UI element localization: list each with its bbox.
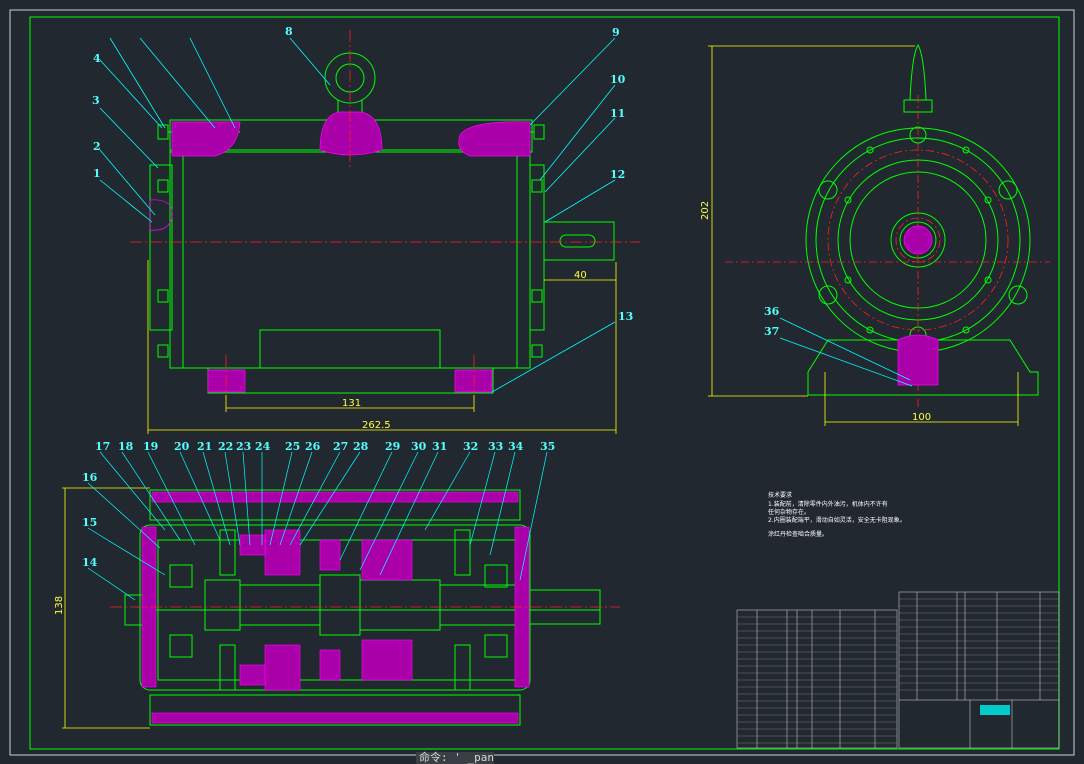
command-line[interactable]: 命令: ' _pan [416,752,494,764]
outer-border [9,9,1075,756]
callout-8: 8 [285,25,293,38]
front-callout-labels: 8 9 10 11 12 13 4 3 2 1 [92,25,633,323]
callout-35: 35 [540,440,555,453]
dim-262-5: 262.5 [362,420,391,431]
callout-29: 29 [385,440,400,453]
tech-notes-line1: 1.装配前，清除零件内外油污，机体内不许有 [768,500,888,508]
callout-19: 19 [143,440,158,453]
plan-leaders [87,451,548,601]
parts-list-table [736,591,1060,749]
front-leaders [99,37,616,393]
tech-notes-line4: 涂红丹检查啮合质量。 [768,530,828,538]
callout-9: 9 [612,26,620,39]
side-leaders [779,317,913,387]
callout-14: 14 [82,556,98,569]
callout-1: 1 [93,167,101,180]
parts-list-rows [737,598,1059,744]
side-hatch [897,225,939,386]
tech-notes-line3: 2.内圈装配端平，滑动自如灵活，安全无卡阻现象。 [768,516,906,524]
front-centerlines [130,30,640,398]
plan-dimensions [62,487,150,729]
callout-18: 18 [118,440,134,453]
callout-3: 3 [92,94,100,107]
plan-callout-labels-left: 16 15 14 [82,471,98,569]
callout-33: 33 [488,440,503,453]
callout-15: 15 [82,516,97,529]
plan-callout-labels-top: 17 18 19 20 21 22 23 24 25 26 27 28 29 3… [95,440,555,453]
front-hatch [149,111,531,393]
callout-10: 10 [610,73,626,86]
inner-border [29,16,1060,750]
callout-2: 2 [93,140,101,153]
dim-40: 40 [574,270,587,281]
tech-notes-line2: 任何杂物存在。 [768,508,810,516]
callout-27: 27 [333,440,348,453]
front-dimensions [147,260,617,434]
callout-26: 26 [305,440,321,453]
technical-requirements: 技术要求 1.装配前，清除零件内外油污，机体内不许有 任何杂物存在。 2.内圈装… [768,491,906,538]
tech-notes-title: 技术要求 [768,491,792,499]
side-dimensions [708,45,1019,426]
dim-131: 131 [342,398,361,409]
callout-22: 22 [218,440,233,453]
callout-4: 4 [93,52,101,65]
callout-25: 25 [285,440,300,453]
dim-100: 100 [912,412,931,423]
callout-21: 21 [197,440,212,453]
callout-31: 31 [432,440,447,453]
callout-12: 12 [610,168,625,181]
callout-36: 36 [764,305,780,318]
callout-16: 16 [82,471,98,484]
callout-11: 11 [610,107,625,120]
callout-32: 32 [463,440,478,453]
callout-23: 23 [236,440,251,453]
callout-20: 20 [174,440,190,453]
callout-24: 24 [255,440,271,453]
callout-17: 17 [95,440,110,453]
callout-34: 34 [508,440,524,453]
callout-13: 13 [618,310,633,323]
callout-28: 28 [353,440,369,453]
dim-138: 138 [54,596,65,615]
plan-hatch [141,491,530,724]
dim-202: 202 [700,201,711,220]
callout-30: 30 [411,440,427,453]
callout-37: 37 [764,325,779,338]
front-view [149,52,615,394]
